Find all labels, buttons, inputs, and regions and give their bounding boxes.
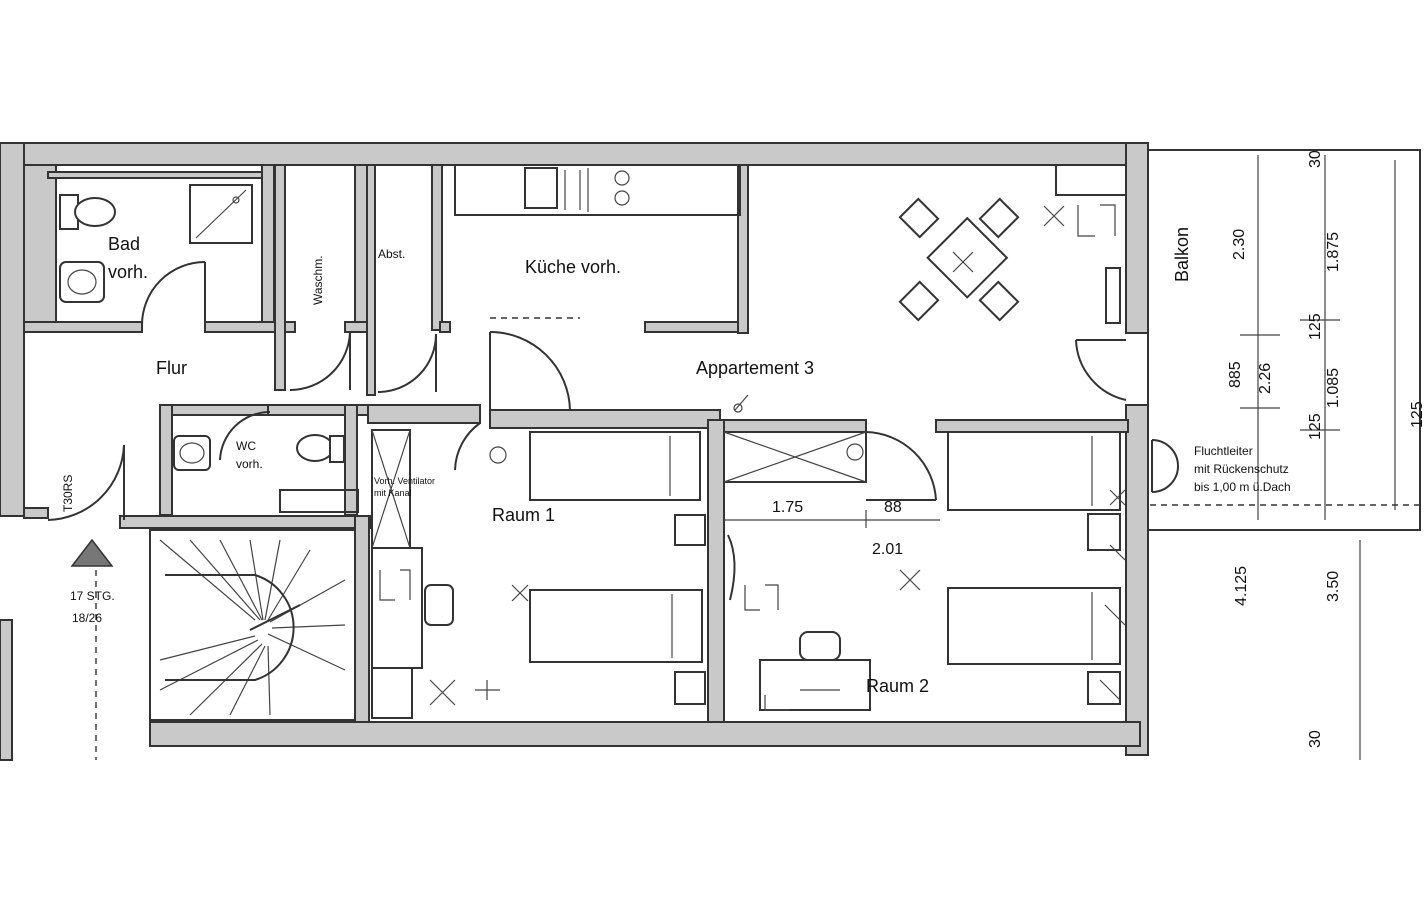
- beds: [529, 431, 1121, 705]
- label-flur: Flur: [156, 358, 187, 378]
- dim-4125: 4.125: [1233, 566, 1250, 606]
- label-appartement: Appartement 3: [696, 358, 814, 378]
- room-labels: Bad vorh. Waschm. Abst. Küche vorh. Flur…: [61, 227, 1192, 696]
- dim-226: 2.26: [1257, 363, 1274, 394]
- dim-175: 1.75: [772, 499, 803, 516]
- label-abst: Abst.: [378, 247, 405, 261]
- dim-30-bottom: 30: [1307, 730, 1324, 748]
- label-kueche: Küche vorh.: [525, 257, 621, 277]
- bathroom-fixtures: [59, 184, 253, 326]
- label-wc-vorh: vorh.: [236, 457, 263, 471]
- label-vent-1: Vorh. Ventilator: [374, 476, 435, 486]
- label-stairs-side: T30RS: [61, 475, 75, 512]
- escape-ladder-symbol: [1151, 439, 1179, 493]
- dim-201: 2.01: [872, 541, 903, 558]
- label-raum1: Raum 1: [492, 505, 555, 525]
- storage-shafts: [371, 429, 867, 719]
- dim-1875: 1.875: [1325, 232, 1342, 272]
- label-wc: WC: [236, 439, 256, 453]
- electrical-symbols: [379, 204, 1126, 711]
- dim-125-b: 125: [1307, 413, 1324, 440]
- label-escape-1: Fluchtleiter: [1194, 444, 1253, 458]
- dim-1085: 1.085: [1325, 368, 1342, 408]
- dim-30-top: 30: [1307, 150, 1324, 168]
- kitchen-fixtures: [454, 164, 741, 319]
- interior-walls: [23, 149, 1421, 723]
- desks: [424, 534, 871, 711]
- staircase: [70, 529, 356, 760]
- label-escape-3: bis 1,00 m ü.Dach: [1194, 480, 1291, 494]
- label-waschm: Waschm.: [311, 255, 325, 305]
- label-raum2: Raum 2: [866, 676, 929, 696]
- label-stairs-ratio: 18/26: [72, 611, 102, 625]
- label-balkon: Balkon: [1172, 227, 1192, 282]
- label-vent-2: mit Kanal: [374, 488, 412, 498]
- label-stairs-count: 17 STG.: [70, 589, 115, 603]
- dimension-labels: 1.75 88 2.01 30 2.30 1.875 125 885 2.26 …: [772, 150, 1425, 748]
- dim-125-a: 125: [1307, 313, 1324, 340]
- wc-fixtures: [173, 434, 359, 513]
- exterior-walls: [0, 142, 1149, 761]
- dim-230: 2.30: [1231, 229, 1248, 260]
- dining-set: [898, 164, 1127, 324]
- dimension-lines: [724, 155, 1420, 760]
- escape-labels: Fluchtleiter mit Rückenschutz bis 1,00 m…: [1194, 444, 1291, 494]
- label-bad-vorh: vorh.: [108, 262, 148, 282]
- dim-885: 885: [1227, 361, 1244, 388]
- dim-125-edge: 125: [1409, 401, 1425, 428]
- dim-88: 88: [884, 499, 902, 516]
- label-bad: Bad: [108, 234, 140, 254]
- doors: [47, 331, 1127, 521]
- dim-350: 3.50: [1325, 571, 1342, 602]
- label-escape-2: mit Rückenschutz: [1194, 462, 1289, 476]
